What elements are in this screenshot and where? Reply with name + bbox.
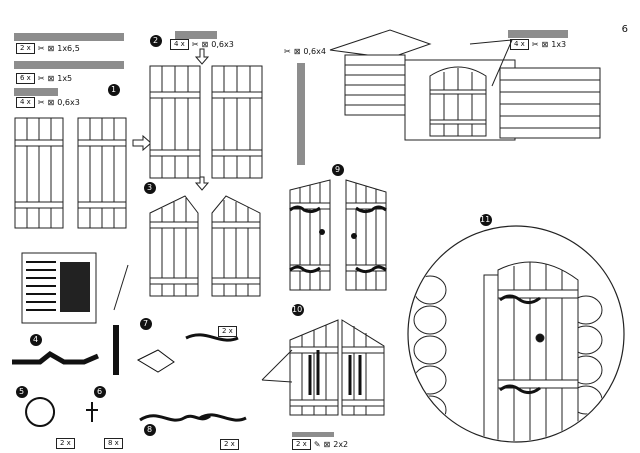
step-number: 9 xyxy=(335,165,341,174)
wood-strip xyxy=(14,88,58,96)
part-size: 1x3 xyxy=(551,40,567,49)
part-size: 0,6x3 xyxy=(211,40,234,49)
step-number: 10 xyxy=(292,305,303,314)
door-panel-left xyxy=(14,117,64,229)
part-spec-4: 4 x ✂ ⊠ 0,6x3 xyxy=(170,39,234,50)
glue-icon: ⊠ xyxy=(323,440,331,449)
wood-strip xyxy=(175,31,217,39)
step-marker xyxy=(150,35,162,47)
glue-icon: ⊠ xyxy=(47,74,55,83)
step-number: 7 xyxy=(143,319,149,328)
count-box: 8 x xyxy=(104,438,123,449)
step-number: 5 xyxy=(19,387,25,396)
step-marker xyxy=(16,386,28,398)
step-marker xyxy=(332,164,344,176)
step-number: 2 xyxy=(153,36,159,45)
part-size: 1x5 xyxy=(57,74,73,83)
count-box: 2 x xyxy=(220,439,239,450)
step-number: 3 xyxy=(147,183,153,192)
scissors-icon: ✂ xyxy=(37,44,45,53)
scissors-icon: ✂ xyxy=(531,40,539,49)
part-size: 0,6x3 xyxy=(57,98,80,107)
step-marker xyxy=(292,304,304,316)
glue-icon: ⊠ xyxy=(201,40,209,49)
part-spec-3: 4 x ✂ ⊠ 0,6x3 xyxy=(16,97,80,108)
wood-strip xyxy=(14,61,124,69)
door-panel-step2-left xyxy=(149,65,201,179)
pin xyxy=(113,264,129,311)
door-assembled-step10 xyxy=(261,319,385,416)
part-qty: 6 x xyxy=(16,73,35,84)
wood-strip-vertical xyxy=(297,63,305,165)
arrow-icon xyxy=(132,134,152,152)
page-number: 6 xyxy=(621,24,628,35)
part-qty: 2 x xyxy=(16,43,35,54)
handle-ring xyxy=(25,397,56,427)
count-box: 2 x xyxy=(56,438,75,449)
scissors-icon: ✂ xyxy=(284,47,291,56)
glue-icon: ⊠ xyxy=(541,40,549,49)
glue-icon: ⊠ xyxy=(293,47,301,56)
count-box: 2 x xyxy=(292,439,311,450)
step-marker xyxy=(140,318,152,330)
glue-icon: ⊠ xyxy=(47,98,55,107)
step-marker xyxy=(94,386,106,398)
step-number: 4 xyxy=(33,335,39,344)
step-number: 1 xyxy=(111,85,117,94)
wood-strip xyxy=(508,30,568,38)
step-marker xyxy=(144,424,156,436)
wood-strip xyxy=(14,33,124,41)
nail xyxy=(86,402,98,422)
door-assembled-step9 xyxy=(289,179,387,291)
part-qty: 4 x xyxy=(170,39,189,50)
part-qty: 4 x xyxy=(16,97,35,108)
door-panel-right xyxy=(77,117,127,229)
hinge-step8 xyxy=(139,414,211,422)
detail-view-step11 xyxy=(407,225,625,443)
hinge-sheet xyxy=(21,252,97,324)
count-step10: 2 x ✎ ⊠ 2x2 xyxy=(292,439,348,450)
step-number: 6 xyxy=(97,387,103,396)
count-step8: 2 x xyxy=(220,439,239,450)
hinge-piece xyxy=(12,350,99,365)
part-spec-5: ✂ ⊠ 0,6x4 xyxy=(284,47,326,56)
glue-icon: ⊠ xyxy=(47,44,55,53)
part-spec-1: 2 x ✂ ⊠ 1x6,5 xyxy=(16,43,80,54)
arrow-down-icon xyxy=(194,48,210,65)
scissors-icon: ✂ xyxy=(191,40,199,49)
log-cabin xyxy=(329,29,601,141)
step-marker xyxy=(30,334,42,346)
count-step7: 2 x xyxy=(218,326,237,337)
count-step5: 2 x xyxy=(56,438,75,449)
door-panel-step3-left xyxy=(149,195,199,297)
scissors-icon: ✂ xyxy=(37,74,45,83)
count-step6: 8 x xyxy=(104,438,123,449)
count-box: 2 x xyxy=(218,326,237,337)
glue-icon: ✎ xyxy=(313,440,321,449)
arrow-down-icon xyxy=(194,176,210,191)
step-number: 11 xyxy=(480,215,491,224)
scissors-icon: ✂ xyxy=(37,98,45,107)
door-panel-step3-right xyxy=(211,195,261,297)
hinge-step7 xyxy=(136,349,175,373)
step-marker xyxy=(144,182,156,194)
door-panel-step2-right xyxy=(211,65,263,179)
wood-strip xyxy=(292,432,334,437)
hinge-cut xyxy=(185,333,239,342)
part-size: 0,6x4 xyxy=(303,47,326,56)
step-marker xyxy=(108,84,120,96)
step-number: 8 xyxy=(147,425,153,434)
count-size: 2x2 xyxy=(333,440,349,449)
part-spec-2: 6 x ✂ ⊠ 1x5 xyxy=(16,73,72,84)
step-marker xyxy=(480,214,492,226)
part-size: 1x6,5 xyxy=(57,44,80,53)
